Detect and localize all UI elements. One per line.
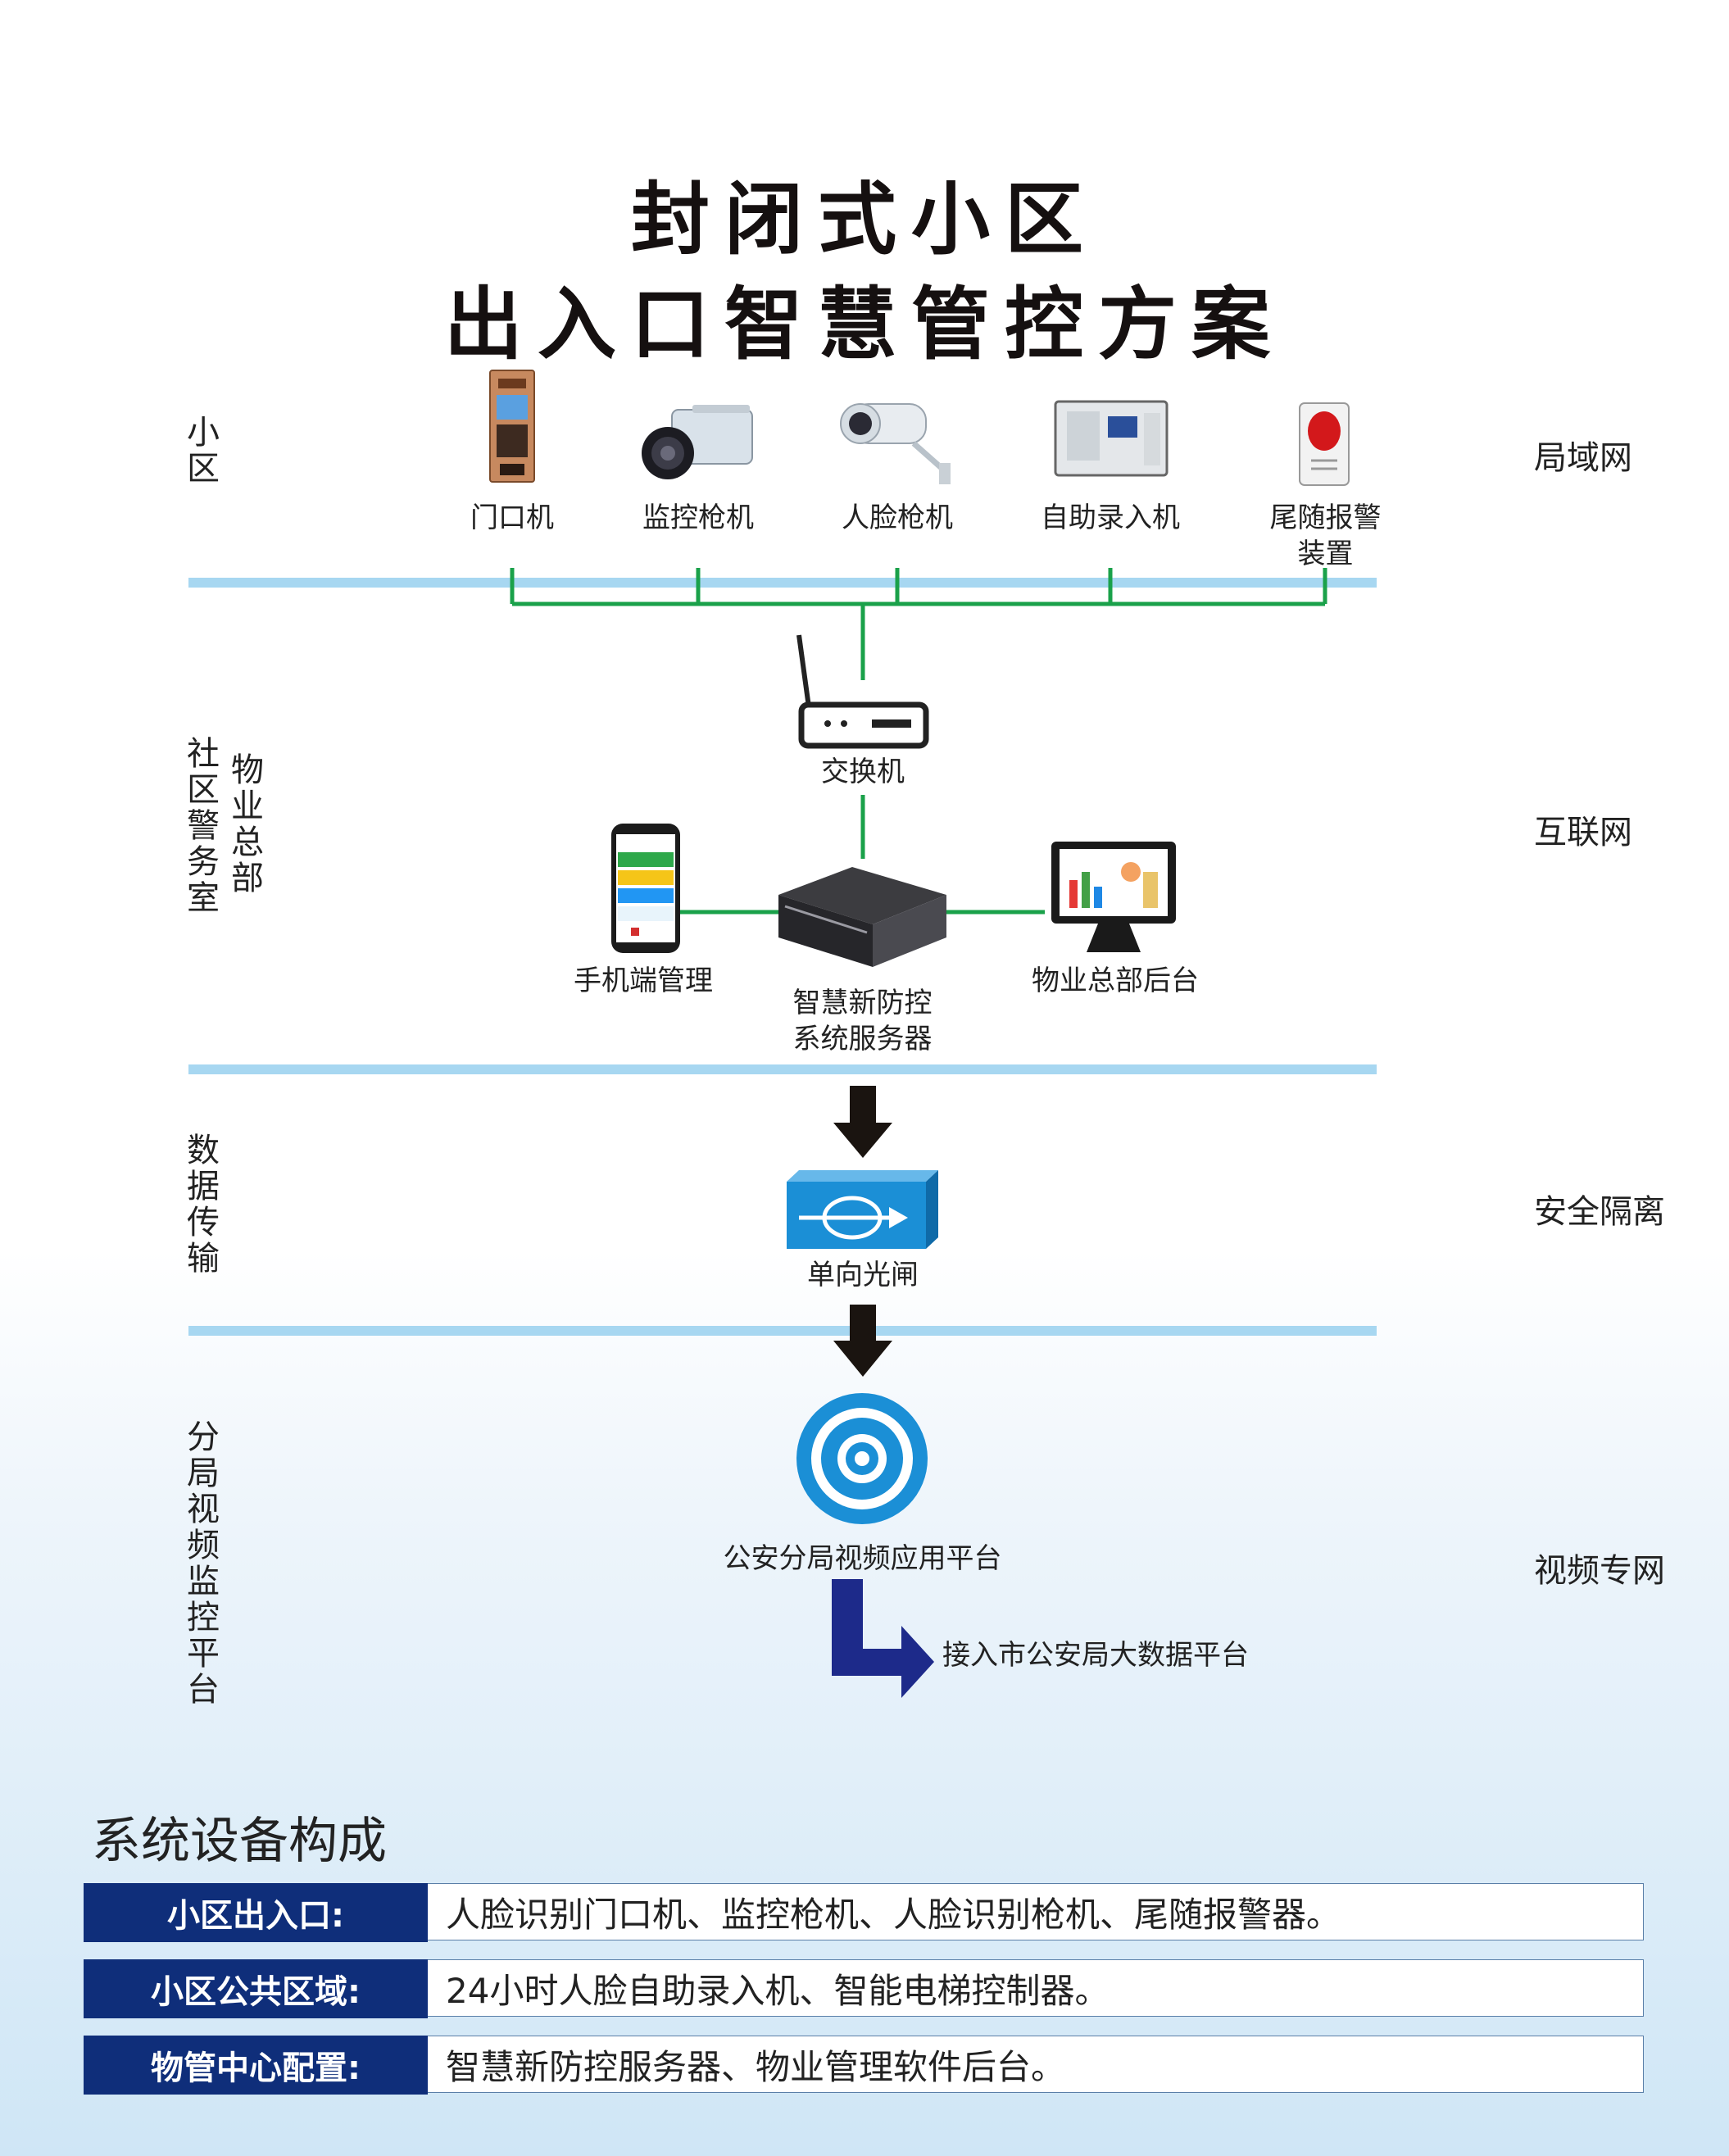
device-label-city-bigdata: 接入市公安局大数据平台 — [942, 1639, 1249, 1672]
config-row-key: 小区出入口: — [84, 1883, 428, 1942]
device-label-face-camera: 人脸枪机 — [842, 502, 953, 534]
page-title-line2: 出入口智慧管控方案 — [444, 278, 1285, 370]
device-label-monitor-camera: 监控枪机 — [642, 502, 754, 534]
net-label-lan: 局域网 — [1534, 439, 1632, 477]
config-row: 小区出入口: 人脸识别门口机、监控枪机、人脸识别枪机、尾随报警器。 — [84, 1883, 1644, 1942]
tailgate-alarm-icon — [1299, 402, 1350, 486]
side-label-data-transfer: 数据传输 — [187, 1132, 220, 1278]
platform-gear-icon — [796, 1393, 928, 1524]
config-row-value: 人脸识别门口机、监控枪机、人脸识别枪机、尾随报警器。 — [428, 1883, 1644, 1940]
config-row: 小区公共区域: 24小时人脸自助录入机、智能电梯控制器。 — [84, 1959, 1644, 2018]
switch-icon — [796, 634, 929, 749]
device-label-gate: 单向光闸 — [807, 1259, 919, 1291]
config-section-title: 系统设备构成 — [92, 1813, 387, 1870]
backend-monitor-icon — [1051, 842, 1176, 952]
down-arrow-icon-2 — [833, 1305, 892, 1377]
device-label-door-machine: 门口机 — [470, 502, 554, 534]
page-title-line1: 封闭式小区 — [631, 173, 1098, 266]
config-row-value: 智慧新防控服务器、物业管理软件后台。 — [428, 2036, 1644, 2093]
l-turn-arrow-icon — [832, 1579, 934, 1698]
side-label-police-room: 社区警务室 — [187, 735, 220, 917]
network-links — [510, 568, 1327, 915]
separator-internet — [188, 1064, 1377, 1074]
side-label-property-hq: 物业总部 — [231, 751, 264, 897]
config-row-key: 小区公共区域: — [84, 1959, 428, 2018]
net-label-internet: 互联网 — [1534, 814, 1632, 851]
device-label-server-line1: 智慧新防控 — [792, 987, 933, 1019]
device-label-platform: 公安分局视频应用平台 — [723, 1542, 1002, 1575]
separator-isolation — [188, 1326, 1377, 1336]
side-label-bureau-platform: 分局视频监控平台 — [187, 1418, 220, 1709]
monitor-camera-icon — [642, 405, 753, 479]
device-label-self-register: 自助录入机 — [1041, 502, 1180, 534]
device-label-server-line2: 系统服务器 — [792, 1023, 933, 1055]
self-register-icon — [1054, 400, 1169, 477]
door-machine-icon — [489, 370, 535, 483]
config-row: 物管中心配置: 智慧新防控服务器、物业管理软件后台。 — [84, 2036, 1644, 2095]
config-row-key: 物管中心配置: — [84, 2036, 428, 2095]
side-label-community: 小区 — [187, 414, 220, 488]
server-icon — [778, 867, 946, 967]
face-camera-icon — [840, 403, 951, 484]
device-label-tailgate-alarm-line2: 装置 — [1297, 538, 1354, 570]
mobile-phone-icon — [611, 824, 680, 953]
separator-lan — [188, 578, 1377, 588]
device-label-backend: 物业总部后台 — [1032, 965, 1199, 997]
device-label-switch: 交换机 — [821, 756, 905, 788]
one-way-gate-icon — [787, 1170, 938, 1249]
device-label-tailgate-alarm-line1: 尾随报警 — [1269, 502, 1382, 534]
net-label-isolation: 安全隔离 — [1534, 1193, 1665, 1231]
device-label-mobile: 手机端管理 — [574, 965, 713, 997]
down-arrow-icon — [833, 1086, 892, 1158]
config-row-value: 24小时人脸自助录入机、智能电梯控制器。 — [428, 1959, 1644, 2017]
net-label-video-net: 视频专网 — [1534, 1552, 1665, 1590]
